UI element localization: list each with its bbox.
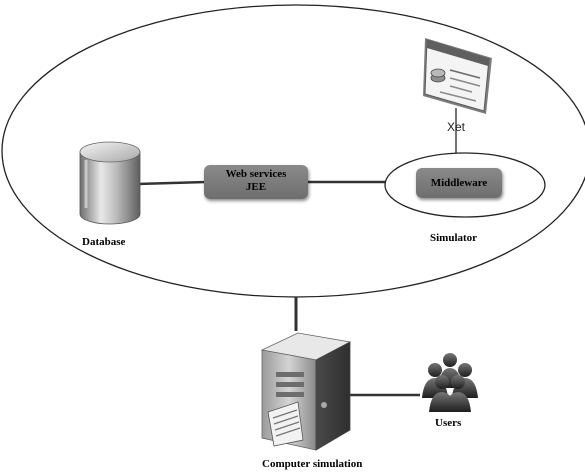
link-database-webservices	[136, 180, 207, 186]
users-icon	[422, 353, 478, 412]
users-label: Users	[435, 417, 462, 429]
database-icon	[79, 141, 141, 225]
web-services-box: Web services JEE	[204, 165, 308, 199]
computer-simulation-label: Computer simulation	[262, 458, 363, 470]
jee-label: JEE	[245, 181, 267, 193]
database-label: Database	[82, 236, 126, 248]
server-icon	[260, 332, 352, 451]
xet-label: Xet	[447, 120, 466, 134]
middleware-box: Middleware	[416, 168, 502, 198]
web-services-label: Web services	[225, 168, 287, 180]
xet-form-icon	[423, 38, 492, 114]
simulator-label: Simulator	[430, 232, 478, 244]
middleware-label: Middleware	[430, 177, 488, 189]
